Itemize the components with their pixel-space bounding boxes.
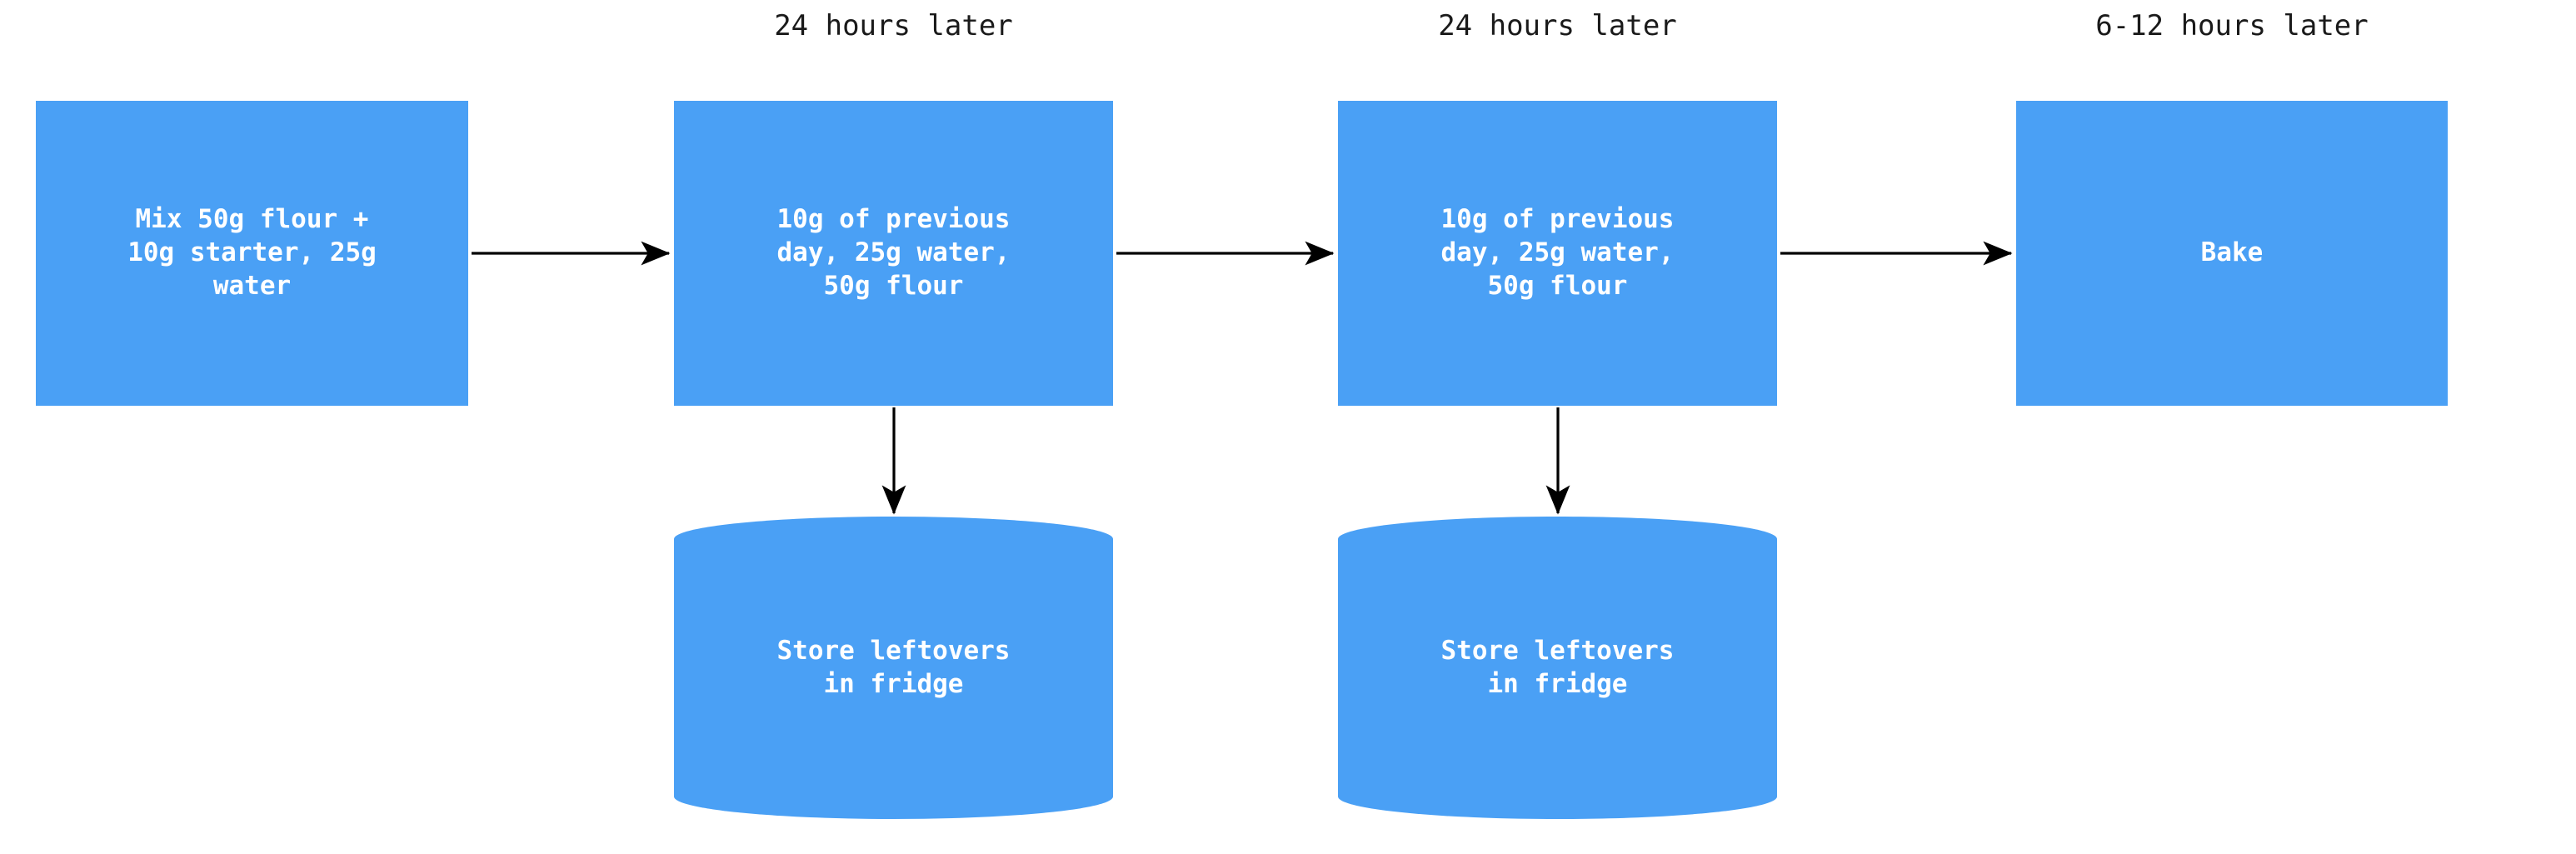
- cylinder-shape-icon: [674, 517, 1113, 819]
- node-label-store-leftovers-1: Store leftovers in fridge: [776, 635, 1011, 699]
- node-mix-flour-starter-water[interactable]: Mix 50g flour + 10g starter, 25g water: [36, 101, 468, 406]
- cylinder-shape-icon: [1338, 517, 1777, 819]
- node-day3-feed[interactable]: 10g of previous day, 25g water, 50g flou…: [1338, 101, 1777, 406]
- node-day2-feed[interactable]: 10g of previous day, 25g water, 50g flou…: [674, 101, 1113, 406]
- node-label-store-leftovers-2: Store leftovers in fridge: [1440, 635, 1675, 699]
- node-store-leftovers-fridge-1[interactable]: Store leftovers in fridge: [674, 517, 1113, 819]
- node-store-leftovers-fridge-2[interactable]: Store leftovers in fridge: [1338, 517, 1777, 819]
- edge-label-6-12-hours-later: 6-12 hours later: [2095, 9, 2369, 42]
- edge-label-24-hours-later-2: 24 hours later: [1438, 9, 1677, 42]
- edge-label-24-hours-later-1: 24 hours later: [774, 9, 1013, 42]
- node-bake[interactable]: Bake: [2016, 101, 2448, 406]
